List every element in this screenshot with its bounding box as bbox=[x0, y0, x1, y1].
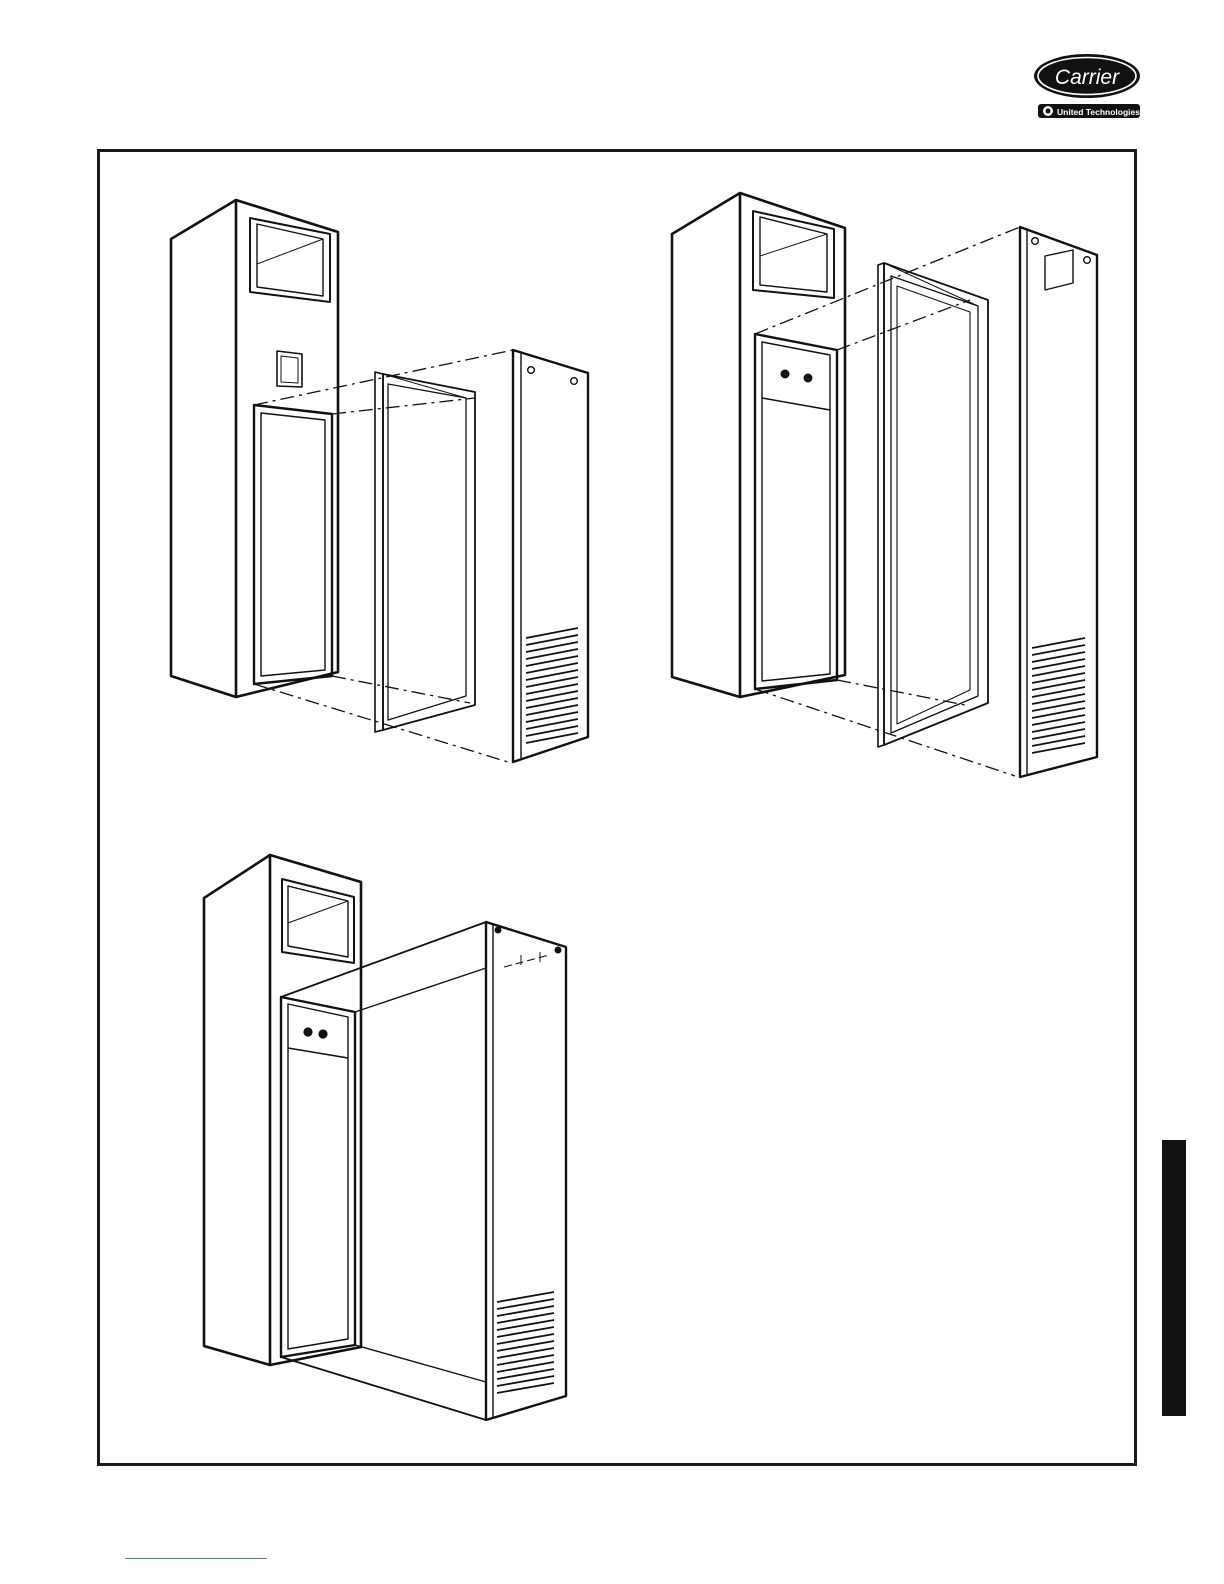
section-tab bbox=[1162, 1140, 1186, 1416]
figure-top-left bbox=[171, 200, 588, 762]
gasket-frame-top-left bbox=[375, 372, 475, 732]
louvered-panel-top-right bbox=[1020, 227, 1097, 777]
louvered-panel-top-left bbox=[513, 350, 588, 762]
cabinet-top-left bbox=[171, 200, 338, 697]
footer-link-underline[interactable] bbox=[125, 1558, 267, 1559]
figure-bottom-left bbox=[204, 855, 566, 1420]
louvers-top-left bbox=[526, 628, 578, 743]
cabinet-top-right bbox=[672, 193, 845, 697]
alignment-lines-top-right bbox=[755, 227, 1020, 776]
figure-top-right bbox=[672, 193, 1097, 777]
cabinet-bottom-left bbox=[204, 855, 361, 1365]
gasket-frame-top-right bbox=[878, 263, 988, 747]
louvered-panel-bottom-left bbox=[281, 922, 566, 1420]
louvers-bottom-left bbox=[497, 1292, 554, 1393]
louvers-top-right bbox=[1032, 638, 1085, 753]
